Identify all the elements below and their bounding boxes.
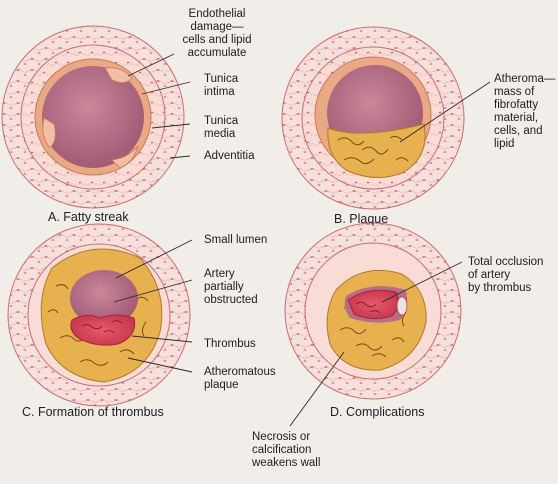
caption-panel-c: C. Formation of thrombus [22,405,164,419]
label-adventitia: Adventitia [204,150,255,163]
label-tunica-media: Tunica media [204,115,238,141]
label-tunica-intima: Tunica intima [204,73,238,99]
label-atheromatous-plaque: Atheromatous plaque [204,366,276,392]
caption-panel-a: A. Fatty streak [48,210,129,224]
label-small-lumen: Small lumen [204,234,267,247]
label-necrosis-calcification: Necrosis or calcification weakens wall [252,431,320,470]
label-atheroma: Atheroma— mass of fibrofatty material, c… [494,73,555,151]
caption-panel-d: D. Complications [330,405,424,419]
panel-d-artery [285,223,461,399]
label-thrombus: Thrombus [204,338,256,351]
label-total-occlusion: Total occlusion of artery by thrombus [468,256,543,295]
label-artery-partially-obstructed: Artery partially obstructed [204,268,258,307]
caption-panel-b: B. Plaque [334,212,388,226]
label-endothelial-damage: Endothelial damage— cells and lipid accu… [170,8,264,60]
panel-c-artery [8,224,190,406]
panel-a-artery [2,26,184,208]
